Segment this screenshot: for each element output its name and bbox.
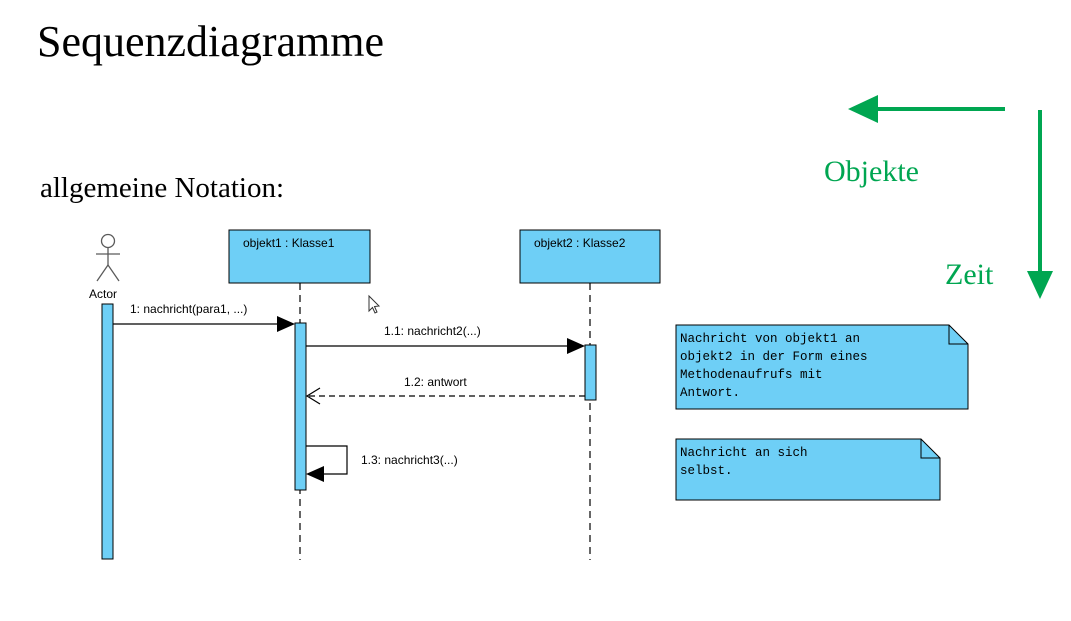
message-1-3-arrow [306, 445, 348, 482]
note-1: Nachricht von objekt1 an objekt2 in der … [675, 324, 969, 410]
message-1-3-label: 1.3: nachricht3(...) [361, 453, 458, 467]
note-1-line-4: Antwort. [680, 386, 740, 400]
lifeline-label-objekt2: objekt2 : Klasse2 [534, 236, 626, 250]
lifeline-label-objekt1: objekt1 : Klasse1 [243, 236, 335, 250]
message-1-arrow [113, 316, 295, 332]
message-1-1-arrow [306, 338, 585, 354]
objects-axis-label: Objekte [824, 155, 919, 188]
activation-actor [101, 303, 114, 560]
note-2-line-2: selbst. [680, 464, 733, 478]
note-2: Nachricht an sich selbst. [675, 438, 941, 501]
objects-axis-arrow [848, 95, 1005, 123]
time-axis-arrow [1027, 110, 1053, 299]
message-1-label: 1: nachricht(para1, ...) [130, 302, 247, 316]
actor-label: Actor [89, 287, 117, 301]
time-axis-label: Zeit [945, 258, 994, 291]
message-1-1-label: 1.1: nachricht2(...) [384, 324, 481, 338]
page-title: Sequenzdiagramme [37, 17, 384, 66]
note-1-line-2: objekt2 in der Form eines [680, 350, 868, 364]
note-2-line-1: Nachricht an sich [680, 446, 808, 460]
message-1-2-arrow [305, 387, 585, 405]
notation-subtitle: allgemeine Notation: [40, 172, 285, 204]
message-1-2-label: 1.2: antwort [404, 375, 467, 389]
activation-objekt1 [294, 322, 307, 491]
activation-objekt2 [584, 344, 597, 401]
note-1-line-1: Nachricht von objekt1 an [680, 332, 860, 346]
note-1-line-3: Methodenaufrufs mit [680, 368, 823, 382]
actor-figure [96, 233, 120, 282]
mouse-cursor-icon [368, 294, 381, 314]
